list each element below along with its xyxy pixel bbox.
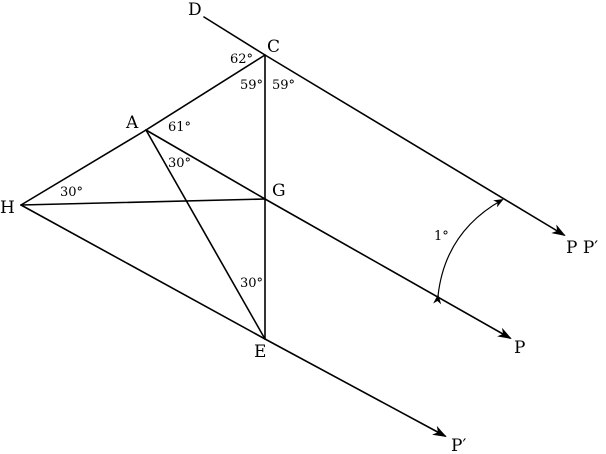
angle-label-C-right: 59° [272,78,295,93]
segment-D-C [203,16,266,56]
segment-H-E [20,204,266,340]
angle-label-A: 61° [168,120,191,135]
angle-arc-1-degree [433,199,504,305]
label-point-E: E [254,342,266,362]
label-point-D: D [188,0,202,20]
label-point-H: H [0,198,15,218]
angle-label-C-left: 59° [240,78,263,93]
label-ray-E-end: P′ [451,436,466,454]
angle-label-C-outer: 62° [230,52,253,67]
ray-C-P [264,54,566,237]
label-point-A: A [125,113,139,133]
segment-A-E [145,129,266,340]
label-point-C: C [267,37,280,57]
label-ray-C-end: P P′ [566,238,598,258]
ray-E-P-prime [264,338,447,437]
label-point-G: G [272,181,286,201]
angle-label-E: 30° [240,276,263,291]
segment-C-A [145,54,266,131]
segment-A-H [20,129,147,206]
ray-G-P [264,198,512,339]
segment-H-G [20,198,266,206]
angle-label-H: 30° [60,185,83,200]
angle-label-between-rays: 1° [434,229,449,244]
label-ray-G-end: P [514,338,525,358]
angle-label-A-lower: 30° [168,156,191,171]
segment-A-G [145,129,266,200]
